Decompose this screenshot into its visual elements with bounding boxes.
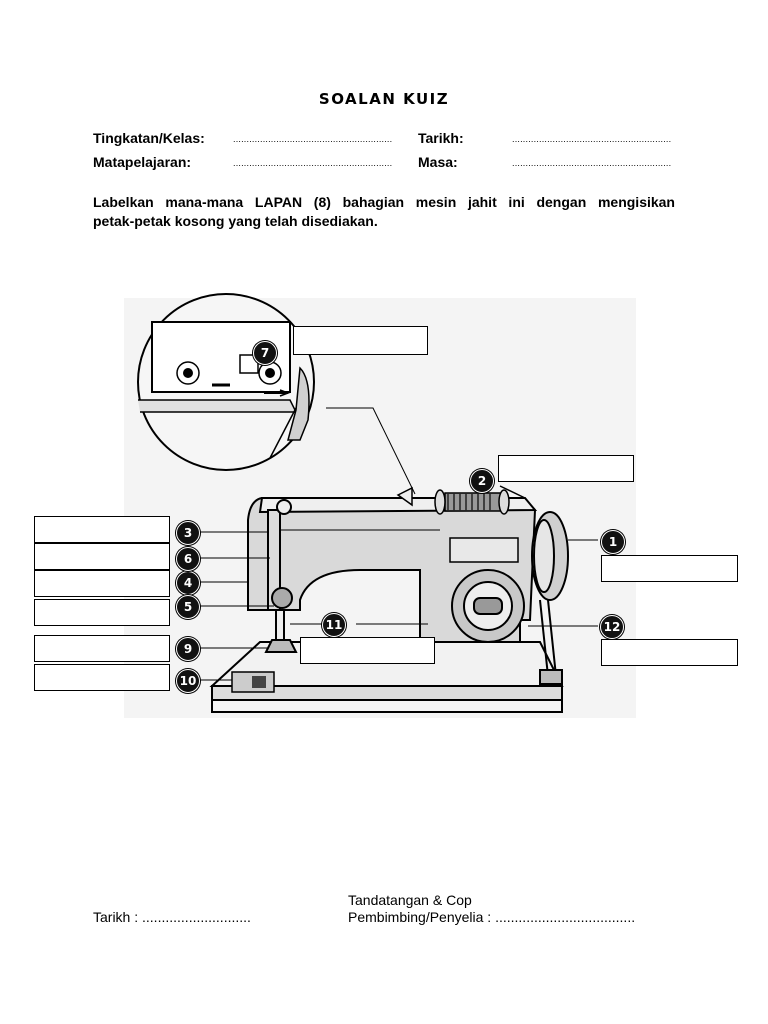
callout-9: 9	[176, 637, 200, 661]
inset-magnifier	[137, 293, 315, 471]
instruction-line-1: Labelkan mana-mana LAPAN (8) bahagian me…	[93, 194, 675, 210]
leader-lines	[200, 407, 598, 681]
callout-11: 11	[322, 613, 346, 637]
machine-body	[247, 496, 538, 643]
callout-1: 1	[601, 530, 625, 554]
date-label: Tarikh:	[418, 130, 464, 146]
time-blank[interactable]: ........................................…	[512, 158, 672, 168]
callout-4: 4	[176, 571, 200, 595]
signature-label: Tandatangan & Cop	[348, 892, 472, 908]
answer-box-5[interactable]	[34, 599, 170, 626]
answer-box-1[interactable]	[601, 555, 738, 582]
answer-box-7[interactable]	[293, 326, 428, 355]
class-blank[interactable]: ........................................…	[233, 134, 393, 144]
callout-7: 7	[253, 341, 277, 365]
time-label: Masa:	[418, 154, 458, 170]
answer-box-11[interactable]	[300, 637, 435, 664]
handwheel	[531, 511, 569, 685]
subject-blank[interactable]: ........................................…	[233, 158, 393, 168]
instruction-line-2: petak-petak kosong yang telah disediakan…	[93, 213, 378, 229]
machine-base	[209, 641, 564, 713]
page-title: SOALAN KUIZ	[318, 90, 450, 108]
needle-assembly	[264, 499, 298, 653]
answer-box-6[interactable]	[34, 543, 170, 570]
callout-3: 3	[176, 521, 200, 545]
callout-10: 10	[176, 669, 200, 693]
answer-box-9[interactable]	[34, 635, 170, 662]
callout-12: 12	[600, 615, 624, 639]
subject-label: Matapelajaran:	[93, 154, 192, 170]
callout-2: 2	[470, 469, 494, 493]
answer-box-4[interactable]	[34, 570, 170, 597]
answer-box-12[interactable]	[601, 639, 738, 666]
instruction: Labelkan mana-mana LAPAN (8) bahagian me…	[93, 193, 675, 231]
class-label: Tingkatan/Kelas:	[93, 130, 205, 146]
callout-5: 5	[176, 595, 200, 619]
answer-box-3[interactable]	[34, 516, 170, 543]
supervisor-line: Pembimbing/Penyelia : ..................…	[348, 909, 636, 925]
callout-6: 6	[176, 547, 200, 571]
spool	[396, 485, 526, 515]
date-blank[interactable]: ........................................…	[512, 134, 672, 144]
answer-box-2[interactable]	[498, 455, 634, 482]
answer-box-10[interactable]	[34, 664, 170, 691]
footer-date: Tarikh : ............................	[93, 909, 251, 925]
